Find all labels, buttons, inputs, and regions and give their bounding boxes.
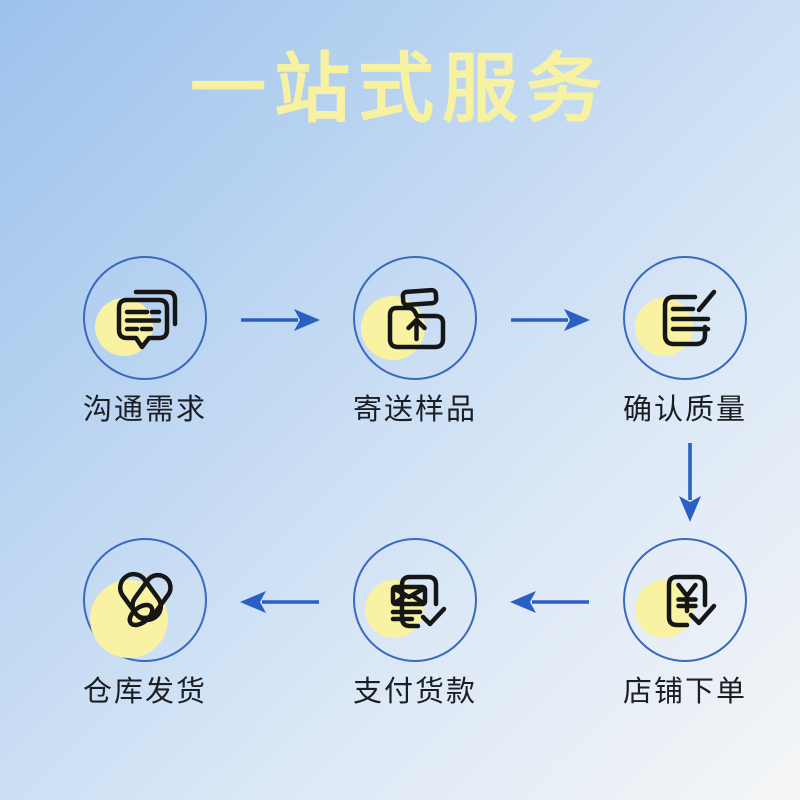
step-label: 寄送样品 xyxy=(352,394,477,426)
edit-document-icon xyxy=(662,289,717,347)
page-title: 一站式服务 xyxy=(190,47,610,132)
step-label: 支付货款 xyxy=(352,676,477,708)
step-circle xyxy=(353,256,477,380)
step-node-confirm-quality: 确认质量 xyxy=(590,256,780,427)
yuan-payment-check-icon xyxy=(666,574,717,628)
arrow-left-icon xyxy=(510,591,589,613)
arrow-right-icon xyxy=(241,309,320,331)
step-label: 确认质量 xyxy=(622,394,747,426)
arrow-left-icon xyxy=(240,591,319,613)
step-node-ship: 仓库发货 xyxy=(50,538,240,709)
step-node-pay: 支付货款 xyxy=(320,538,510,709)
step-label: 仓库发货 xyxy=(82,676,207,708)
step-label: 店铺下单 xyxy=(622,676,747,708)
step-node-send-samples: 寄送样品 xyxy=(320,256,510,427)
arrow-right-icon xyxy=(511,309,590,331)
invoice-check-icon xyxy=(390,574,447,629)
step-node-place-order: 店铺下单 xyxy=(590,538,780,709)
step-circle xyxy=(83,256,207,380)
step-circle xyxy=(623,538,747,662)
chat-bubbles-icon xyxy=(116,289,178,350)
arrow-down-icon xyxy=(679,443,701,522)
folder-upload-icon xyxy=(387,287,446,350)
step-node-communicate: 沟通需求 xyxy=(50,256,240,427)
step-label: 沟通需求 xyxy=(82,394,207,426)
step-circle xyxy=(623,256,747,380)
pills-package-icon xyxy=(117,571,173,628)
step-circle xyxy=(83,538,207,662)
step-circle xyxy=(353,538,477,662)
